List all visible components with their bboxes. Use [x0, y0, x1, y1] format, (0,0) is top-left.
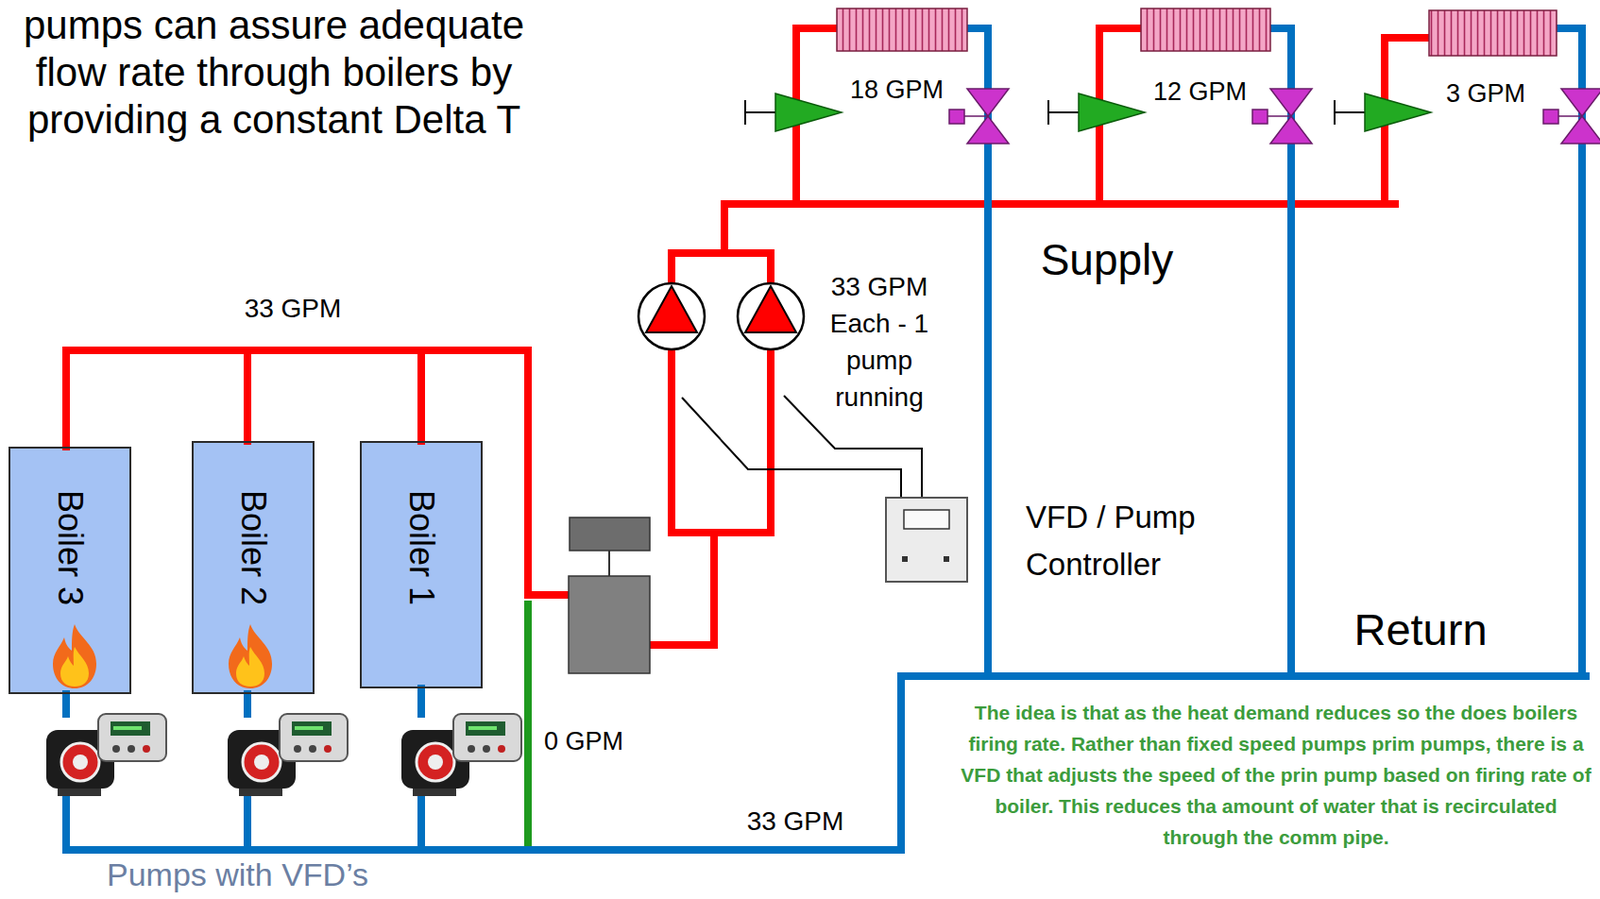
system-pump	[638, 283, 804, 350]
flame-icon	[52, 624, 97, 689]
caption-label: Pumps with VFD’s	[106, 857, 369, 892]
controller-label: VFD / Pump Controller	[1025, 493, 1215, 589]
header-label: Return	[1353, 603, 1487, 657]
flow-label: 33 GPM	[244, 292, 342, 325]
balancing-valve	[745, 93, 1431, 132]
flow-label: 33 GPM	[747, 805, 845, 838]
boiler-box: Boiler 3	[8, 446, 132, 695]
radiator	[836, 8, 1557, 56]
header-label: Supply	[1040, 234, 1175, 287]
flow-label: 18 GPM	[850, 74, 944, 105]
hydraulic-separator	[568, 517, 650, 674]
flow-label: 12 GPM	[1153, 76, 1247, 107]
boiler-name: Boiler 2	[234, 490, 273, 606]
controller-box	[885, 497, 968, 582]
return-pipe	[66, 28, 1586, 851]
boiler-box: Boiler 1	[359, 441, 483, 689]
boiler-name: Boiler 1	[402, 490, 441, 606]
pump-label: 33 GPM Each - 1 pump running	[817, 268, 941, 416]
boiler-box: Boiler 2	[191, 441, 315, 695]
flow-label: 0 GPM	[544, 726, 624, 757]
boiler-fill	[8, 441, 483, 695]
flame-icon	[228, 624, 273, 689]
boiler-pump	[401, 714, 522, 797]
note-text: The idea is that as the heat demand redu…	[958, 697, 1594, 853]
boiler-name: Boiler 3	[51, 490, 89, 606]
flow-label: 3 GPM	[1446, 78, 1526, 109]
common-pipe	[524, 600, 532, 847]
boiler-pump	[227, 714, 348, 797]
boiler-pump	[46, 714, 167, 797]
note-text: pumps can assure adequate flow rate thro…	[2, 1, 546, 144]
